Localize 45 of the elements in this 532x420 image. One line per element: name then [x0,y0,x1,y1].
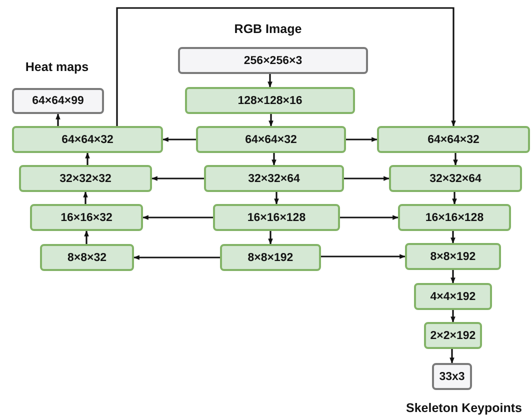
data-box: 256×256×3 [178,47,368,74]
section-heading: Skeleton Keypoints [406,401,522,415]
arrow [452,192,457,205]
arrow [344,176,390,181]
layer-box: 64×64×32 [12,126,163,153]
layer-box: 8×8×192 [405,243,501,270]
layer-box: 4×4×192 [414,283,492,310]
layer-box: 16×16×128 [213,204,340,231]
layer-box: 16×16×32 [30,204,143,231]
arrow [450,231,456,244]
data-box: 64×64×99 [12,88,104,114]
arrow [85,152,90,165]
arrow [450,310,456,323]
section-heading: Heat maps [25,60,89,74]
arrow [272,153,276,166]
data-box: 33x3 [432,363,472,390]
arrow [84,230,89,244]
section-heading: RGB Image [234,22,302,36]
arrow [268,231,273,245]
layer-box: 2×2×192 [424,322,482,349]
arrow [133,255,220,260]
arrow [268,114,274,127]
arrow [151,176,204,181]
layer-box: 32×32×64 [204,165,344,192]
arrow [340,215,399,220]
layer-box: 64×64×32 [196,126,346,153]
arrow [162,137,196,142]
arrow [453,153,458,166]
arrow [321,254,406,259]
arrow [83,191,88,204]
layer-box: 16×16×128 [398,204,511,231]
arrow [450,270,456,284]
layer-box: 64×64×32 [377,126,530,153]
arrow [56,113,60,126]
layer-box: 8×8×192 [220,244,321,271]
layer-box: 128×128×16 [185,87,355,114]
arrow [142,215,213,220]
layer-box: 32×32×64 [389,165,522,192]
arrow [116,7,456,127]
arrow [274,192,279,205]
arrow [450,349,454,364]
arrow [268,74,272,88]
layer-box: 32×32×32 [19,165,152,192]
layer-box: 8×8×32 [40,244,134,271]
arrow [346,137,378,142]
